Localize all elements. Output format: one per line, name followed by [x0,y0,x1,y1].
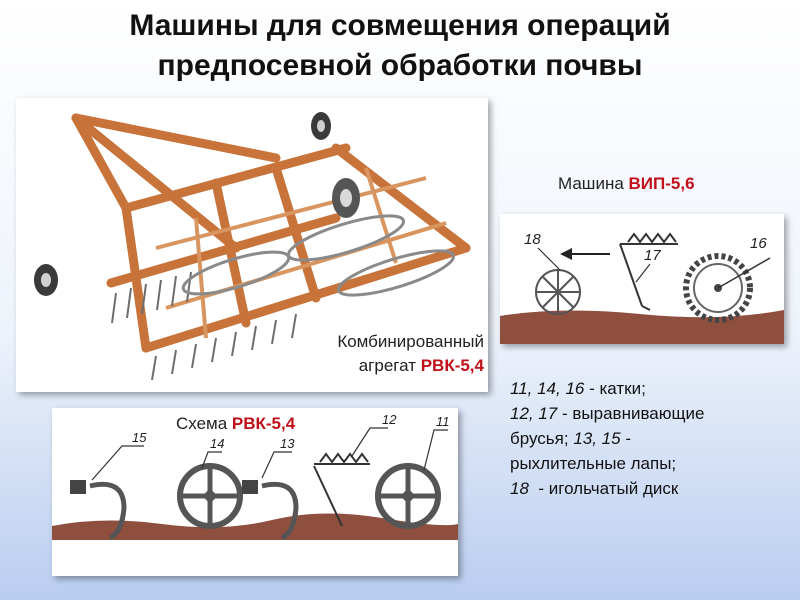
needle-disk-icon [535,269,581,315]
title-line-1: Машины для совмещения операций [129,9,671,42]
legend-line-3-num: 13, 15 [573,429,621,448]
vip-scheme: 18 17 16 [500,214,784,344]
legend-line-1-text: - катки; [584,379,646,398]
rvk-callout-13: 13 [280,436,295,451]
legend-line-5: 18 - игольчатый диск [510,476,790,501]
legend-line-3: брусья; 13, 15 - [510,426,790,451]
title-line-2: предпосевной обработки почвы [157,49,643,82]
rvk-callout-15: 15 [132,430,147,445]
legend-line-4-text: рыхлительные лапы; [510,454,677,473]
vip-callout-18: 18 [524,231,541,248]
rvk-photo-label-line1: Комбинированный [337,332,484,351]
legend-line-3-tail: - [620,429,631,448]
rvk-machine-illustration [16,98,488,392]
rvk-callout-12: 12 [382,412,397,427]
rvk-scheme-caption: Схема РВК-5,4 [176,414,295,434]
vip-callout-16: 16 [750,235,767,252]
rvk-photo-label: Комбинированный агрегат РВК-5,4 [288,330,484,378]
slide-title: Машины для совмещения операций предпосев… [40,6,760,86]
vip-caption-prefix: Машина [558,174,629,193]
rvk-photo-panel [16,98,488,392]
parts-legend: 11, 14, 16 - катки; 12, 17 - выравнивающ… [510,376,790,501]
roller-11-icon [375,463,441,529]
legend-line-5-text: - игольчатый диск [528,479,679,498]
legend-line-1-num: 11, 14, 16 [510,379,585,398]
rvk-scheme: 15 14 13 12 11 [52,408,458,576]
vip-caption: Машина ВИП-5,6 [558,174,695,194]
legend-line-2: 12, 17 - выравнивающие [510,401,790,426]
rvk-callout-14: 14 [210,436,224,451]
legend-line-4: рыхлительные лапы; [510,451,790,476]
legend-line-2-text: - выравнивающие [557,404,705,423]
rvk-photo-model: РВК-5,4 [420,356,484,375]
vip-callout-17: 17 [644,247,661,264]
legend-line-2-num: 12, 17 [510,404,558,423]
roller-icon [683,253,771,323]
legend-line-1: 11, 14, 16 - катки; [510,376,790,401]
rvk-callout-11: 11 [436,414,450,429]
vip-caption-model: ВИП-5,6 [628,174,695,193]
direction-arrow-icon [560,248,610,260]
rvk-photo-label-prefix: агрегат [358,356,421,375]
legend-line-3-text: брусья; [510,429,574,448]
rvk-scheme-caption-model: РВК-5,4 [231,414,296,433]
rvk-diagram-panel: 15 14 13 12 11 [52,408,458,576]
rvk-scheme-caption-prefix: Схема [176,414,232,433]
legend-line-5-num: 18 [510,479,529,498]
roller-14-icon [177,463,243,529]
vip-diagram-panel: 18 17 16 [500,214,784,344]
